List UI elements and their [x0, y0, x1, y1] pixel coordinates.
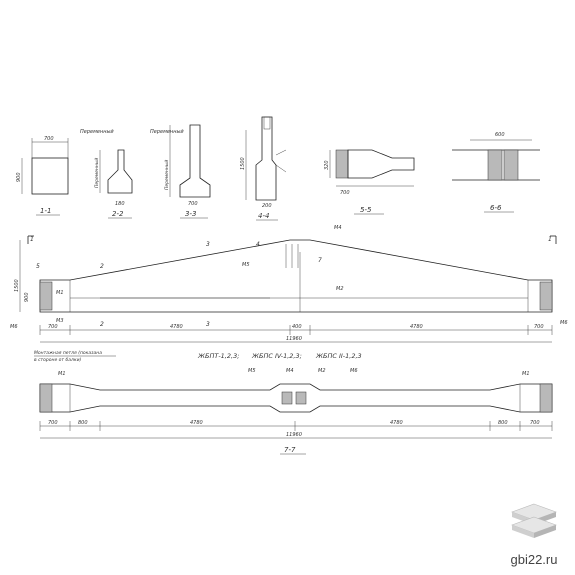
section-2-2-height: Переменный — [94, 158, 100, 188]
cut-marker-4: 4 — [256, 241, 260, 248]
callout-m6-right: М6 — [560, 320, 568, 326]
section-4-4-height: 1500 — [240, 157, 246, 170]
callout-m5: М5 — [242, 262, 250, 268]
callout-m3: М3 — [56, 318, 64, 324]
section-3-3-height: Переменный — [164, 160, 170, 190]
section-3-3: Переменный Переменный 700 3-3 — [150, 124, 211, 219]
elevation-half-right: 4780 — [410, 324, 423, 330]
plan-callout-m1-right: М1 — [522, 371, 530, 377]
plan-callout-m6: М6 — [350, 368, 358, 374]
plan-dim-5: 800 — [498, 420, 508, 426]
section-6-6: 600 6-6 — [452, 132, 540, 213]
plan-title: 7-7 — [284, 446, 296, 454]
cut-marker-1-right: 1 — [548, 236, 552, 243]
plan-dim-1: 700 — [48, 420, 58, 426]
section-6-6-title: 6-6 — [490, 204, 502, 212]
mark-1: ЖБПТ-1,2,3; — [197, 352, 239, 360]
section-1-1: 700 900 1-1 — [16, 136, 69, 216]
elevation-height-end: 900 — [24, 292, 30, 302]
elevation-total-span: 11960 — [286, 336, 302, 342]
cut-marker-3-bottom: 3 — [206, 321, 210, 328]
plan-callout-m1-left: М1 — [58, 371, 66, 377]
section-5-5-title: 5-5 — [360, 206, 372, 214]
elevation-height-mid: 1500 — [14, 279, 20, 292]
section-5-5: 320 700 5-5 — [324, 149, 415, 215]
plan-callout-m4: М4 — [286, 368, 294, 374]
section-5-5-width: 700 — [340, 190, 350, 196]
section-1-1-title: 1-1 — [40, 207, 51, 215]
watermark-text: gbi22.ru — [510, 552, 558, 567]
callout-m4: М4 — [334, 225, 342, 231]
cut-marker-3-top: 3 — [206, 241, 210, 248]
section-6-6-width: 600 — [495, 132, 505, 138]
lifting-loop-note-line2: в стороне от балки) — [34, 357, 82, 363]
cut-marker-1-left: 1 — [30, 236, 34, 243]
plan-dim-3: 4780 — [190, 420, 203, 426]
lifting-loop-note-line1: Монтажная петля (показана — [34, 350, 102, 356]
cut-marker-2-bottom: 2 — [100, 321, 104, 328]
plan-dim-2: 800 — [78, 420, 88, 426]
mark-3: ЖБПС II-1,2,3 — [315, 352, 362, 360]
elevation-half-left: 4780 — [170, 324, 183, 330]
section-2-2-note: Переменный — [80, 129, 114, 135]
beam-elevation: 1500 900 700 4780 400 4780 700 11960 1 1… — [10, 225, 568, 363]
elevation-end-left: 700 — [48, 324, 58, 330]
callout-m2: М2 — [336, 286, 344, 292]
section-2-2-title: 2-2 — [112, 210, 124, 218]
callout-m1: М1 — [56, 290, 64, 296]
callout-m6-left: М6 — [10, 324, 18, 330]
right-embedded-plate — [539, 281, 553, 311]
plan-callout-m2: М2 — [318, 368, 326, 374]
section-3-3-title: 3-3 — [185, 210, 196, 218]
plan-center-plate-b — [295, 391, 307, 405]
section-5-5-height: 320 — [324, 160, 330, 170]
site-watermark: gbi22.ru — [499, 500, 569, 567]
plan-right-plate — [539, 383, 553, 413]
section-4-4: 1500 200 4-4 — [240, 116, 287, 221]
plan-left-plate — [39, 383, 53, 413]
section-2-2-width: 180 — [115, 201, 125, 207]
beam-marks: ЖБПТ-1,2,3; ЖБПС IV-1,2,3; ЖБПС II-1,2,3 — [197, 352, 362, 360]
left-embedded-plate — [39, 281, 53, 311]
section-3-3-width: 700 — [188, 201, 198, 207]
cut-marker-5: 5 — [36, 263, 40, 270]
cut-marker-7: 7 — [318, 257, 322, 264]
section-3-3-note: Переменный — [150, 129, 184, 135]
cut-marker-2-top: 2 — [100, 263, 104, 270]
section-1-1-height: 900 — [16, 172, 22, 182]
elevation-mid-left: 400 — [292, 324, 302, 330]
beam-plan: М1 М1 М5 М4 М2 М6 700 800 4780 4780 800 … — [39, 368, 553, 455]
plan-center-plate-a — [281, 391, 293, 405]
section-1-1-width: 700 — [44, 136, 54, 142]
plan-dim-6: 700 — [530, 420, 540, 426]
plan-total-span: 11960 — [286, 432, 302, 438]
mark-2: ЖБПС IV-1,2,3; — [251, 352, 302, 360]
plan-callout-m5: М5 — [248, 368, 256, 374]
elevation-end-right: 700 — [534, 324, 544, 330]
section-2-2: Переменный Переменный 180 2-2 — [80, 129, 133, 219]
plan-dim-4: 4780 — [390, 420, 403, 426]
section-4-4-width: 200 — [262, 203, 272, 209]
stacked-slabs-logo-icon — [511, 503, 557, 538]
section-4-4-title: 4-4 — [258, 212, 269, 220]
